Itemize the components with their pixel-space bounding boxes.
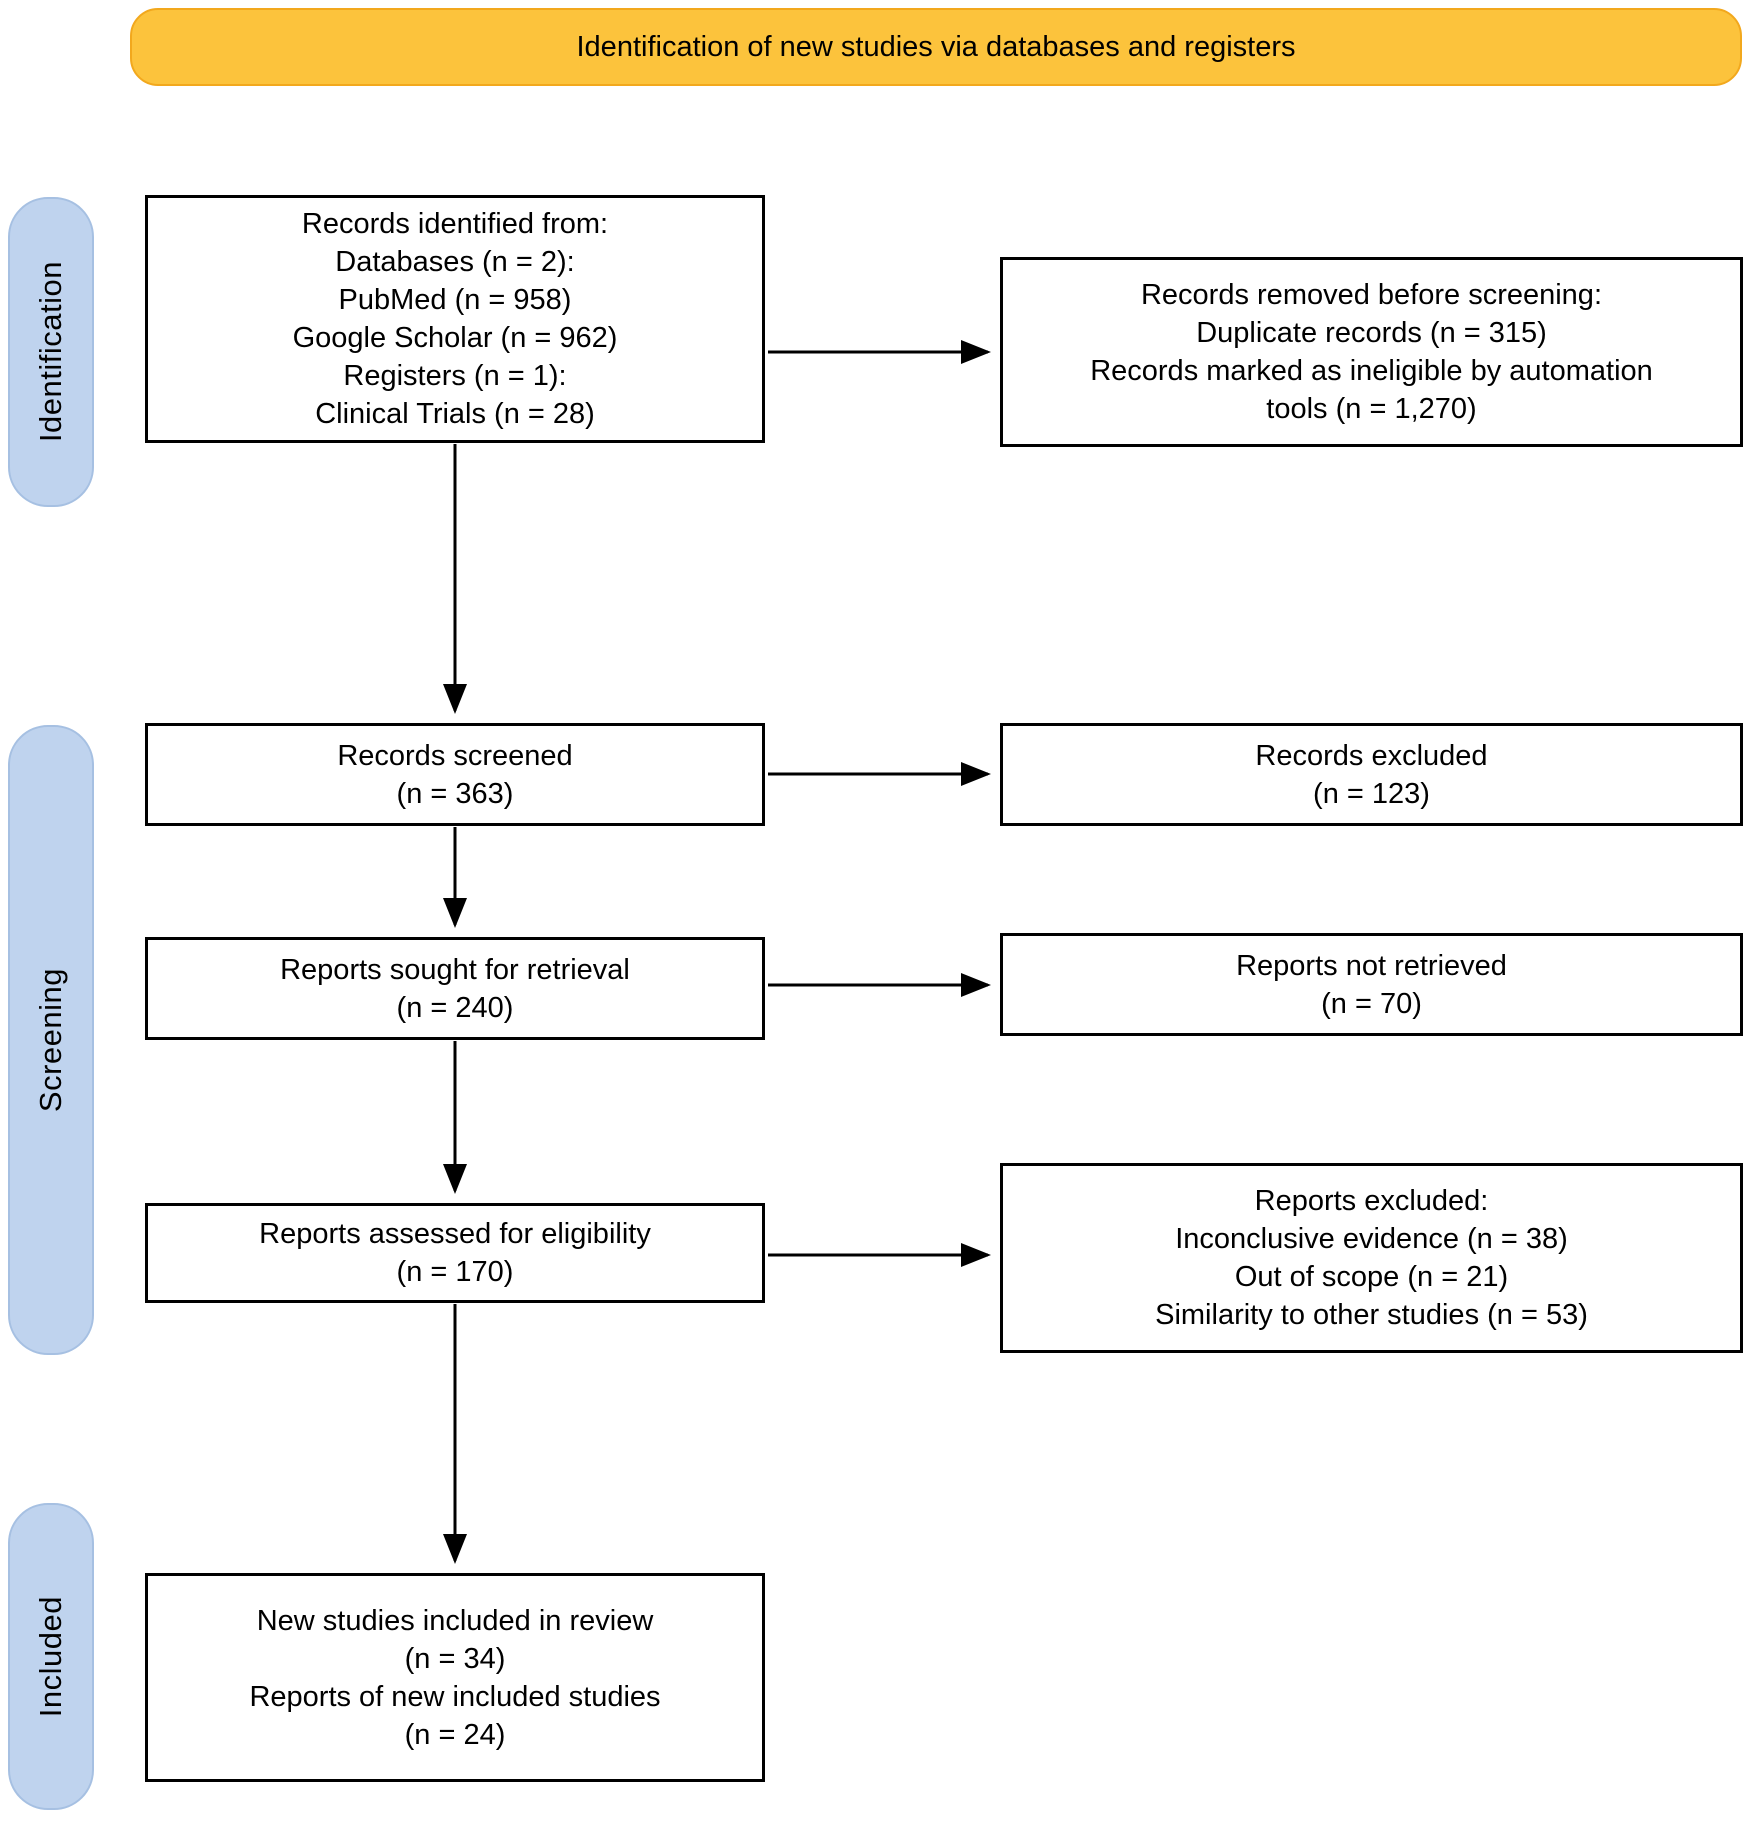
stage-pill-screening: Screening bbox=[8, 725, 94, 1355]
box-records-screened: Records screened (n = 363) bbox=[145, 723, 765, 826]
box-line: Records marked as ineligible by automati… bbox=[1090, 355, 1653, 387]
banner-title: Identification of new studies via databa… bbox=[576, 30, 1296, 63]
box-reports-not-retrieved: Reports not retrieved (n = 70) bbox=[1000, 933, 1743, 1036]
box-line: Records excluded bbox=[1255, 739, 1488, 772]
box-line: (n = 123) bbox=[1313, 777, 1430, 810]
box-line: Similarity to other studies (n = 53) bbox=[1155, 1299, 1588, 1331]
banner: Identification of new studies via databa… bbox=[130, 8, 1742, 86]
stage-label-included: Included bbox=[33, 1595, 68, 1718]
box-line: Reports assessed for eligibility bbox=[259, 1218, 651, 1250]
box-line: Records removed before screening: bbox=[1140, 279, 1602, 311]
box-line: PubMed (n = 958) bbox=[338, 284, 572, 316]
box-line: Reports of new included studies bbox=[249, 1680, 661, 1713]
box-records-identified: Records identified from: Databases (n = … bbox=[145, 195, 765, 443]
box-line: (n = 240) bbox=[396, 991, 514, 1024]
box-line: Records identified from: bbox=[301, 208, 609, 240]
box-line: (n = 170) bbox=[396, 1256, 514, 1288]
box-reports-assessed: Reports assessed for eligibility (n = 17… bbox=[145, 1203, 765, 1303]
box-line: Out of scope (n = 21) bbox=[1234, 1261, 1509, 1293]
box-line: (n = 70) bbox=[1321, 987, 1422, 1020]
box-line: New studies included in review bbox=[256, 1604, 654, 1637]
box-line: Inconclusive evidence (n = 38) bbox=[1175, 1223, 1568, 1255]
box-line: Databases (n = 2): bbox=[335, 246, 575, 278]
box-records-excluded: Records excluded (n = 123) bbox=[1000, 723, 1743, 826]
stage-pill-identification: Identification bbox=[8, 197, 94, 507]
box-line: Duplicate records (n = 315) bbox=[1196, 317, 1547, 349]
box-line: Registers (n = 1): bbox=[343, 360, 567, 392]
stage-pill-included: Included bbox=[8, 1503, 94, 1810]
box-line: (n = 363) bbox=[396, 777, 514, 810]
box-line: Records screened bbox=[337, 739, 573, 772]
box-new-studies-included: New studies included in review (n = 34) … bbox=[145, 1573, 765, 1782]
box-line: Reports sought for retrieval bbox=[280, 953, 630, 986]
box-line: tools (n = 1,270) bbox=[1266, 393, 1477, 425]
stage-label-screening: Screening bbox=[33, 967, 68, 1113]
box-line: (n = 24) bbox=[404, 1718, 506, 1751]
box-line: Reports excluded: bbox=[1254, 1185, 1489, 1217]
box-line: Reports not retrieved bbox=[1236, 949, 1507, 982]
box-reports-excluded: Reports excluded: Inconclusive evidence … bbox=[1000, 1163, 1743, 1353]
box-line: Google Scholar (n = 962) bbox=[292, 322, 618, 354]
box-line: (n = 34) bbox=[404, 1642, 506, 1675]
box-reports-sought: Reports sought for retrieval (n = 240) bbox=[145, 937, 765, 1040]
stage-label-identification: Identification bbox=[33, 261, 68, 443]
box-line: Clinical Trials (n = 28) bbox=[315, 398, 595, 430]
box-records-removed: Records removed before screening: Duplic… bbox=[1000, 257, 1743, 447]
